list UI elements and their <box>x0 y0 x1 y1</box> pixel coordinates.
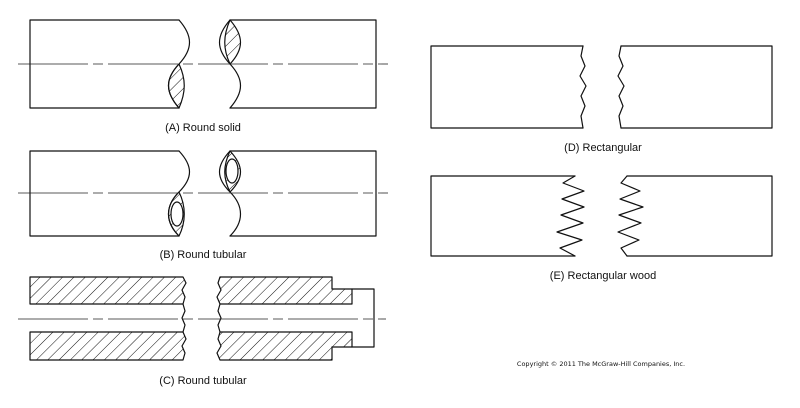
figure-b-left-bore <box>170 201 184 227</box>
figure-d-left-piece <box>430 45 584 129</box>
figure-c-right-break-line <box>217 303 222 333</box>
caption-c: (C) Round tubular <box>159 375 247 387</box>
figure-c-round-tubular-section: (C) Round tubular <box>18 276 386 387</box>
caption-e: (E) Rectangular wood <box>550 270 656 282</box>
figure-a-right-piece <box>229 19 377 109</box>
figure-e-left-piece <box>430 175 576 257</box>
figure-e-left-splinter-break <box>556 175 585 257</box>
figure-d-rectangular: (D) Rectangular <box>430 45 773 154</box>
figure-b-round-tubular: (B) Round tubular <box>18 150 388 261</box>
figure-c-left-break-line <box>181 303 186 333</box>
figure-d-right-break-line <box>617 45 625 129</box>
figure-c-right-bottom-wall <box>216 331 353 361</box>
figure-c-left-top-wall <box>29 276 187 305</box>
figure-e-right-piece <box>626 175 773 257</box>
figure-d-left-break-line <box>579 45 587 129</box>
figure-d-right-piece <box>620 45 773 129</box>
figure-c-left-bottom-wall <box>29 331 187 361</box>
figure-b-right-piece <box>229 150 377 237</box>
figure-b-left-piece <box>29 150 180 237</box>
figure-a-right-lobe-section <box>224 19 242 65</box>
figure-e-rectangular-wood: (E) Rectangular wood <box>430 175 773 282</box>
figure-c-right-top-wall <box>216 276 353 305</box>
figure-e-right-splinter-break <box>617 175 644 257</box>
figure-a-left-lobe-section <box>167 63 185 109</box>
caption-a: (A) Round solid <box>165 122 241 134</box>
caption-b: (B) Round tubular <box>160 249 247 261</box>
figure-b-right-bore <box>225 158 239 184</box>
figure-a-round-solid: (A) Round solid <box>18 19 388 134</box>
figure-c-shoulder-outline <box>351 288 375 348</box>
caption-d: (D) Rectangular <box>564 142 642 154</box>
copyright-notice: Copyright © 2011 The McGraw-Hill Compani… <box>517 360 685 368</box>
